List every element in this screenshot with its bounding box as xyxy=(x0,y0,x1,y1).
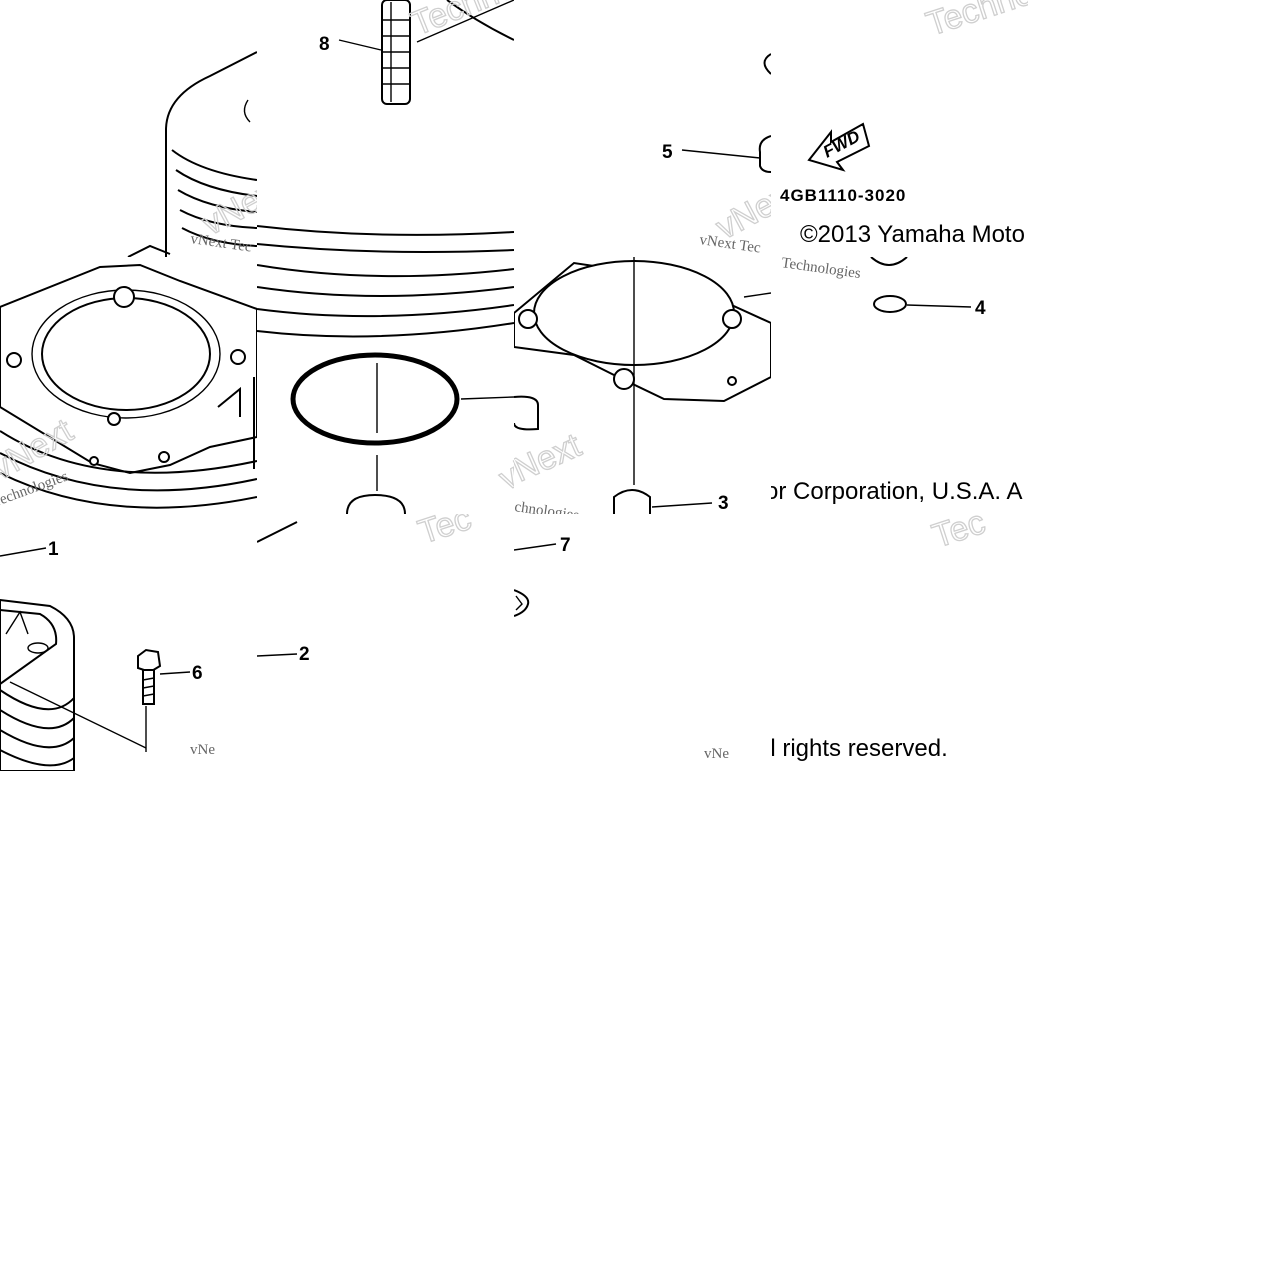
tile-r1c3: 4 or Corporation, U.S.A. A Technologies xyxy=(771,257,1028,514)
watermark-vne: vNe xyxy=(190,742,215,758)
tile-r1c2: 3 vNext chnologies xyxy=(514,257,771,514)
tile-r2c2: 7 vNe xyxy=(514,514,771,771)
watermark-text: vNext xyxy=(514,426,587,496)
leader-line-6 xyxy=(159,671,191,675)
dowel-partial xyxy=(763,53,771,75)
dowel-pin xyxy=(346,493,406,514)
watermark-text: vNext xyxy=(493,423,514,498)
cylinder-gasket xyxy=(0,263,257,509)
copyright-text-part1: ©2013 Yamaha Moto xyxy=(800,221,1025,248)
cylinder-fins-top-left xyxy=(127,51,257,257)
watermark-text: Techno xyxy=(406,0,514,43)
collar-partial xyxy=(758,135,771,173)
leader-line-8 xyxy=(338,39,382,51)
stud-bolt xyxy=(381,0,411,105)
callout-1: 1 xyxy=(48,539,59,560)
o-ring-partial xyxy=(870,257,908,266)
watermark-vnext: vNext Tec xyxy=(189,231,253,255)
watermark-text: Techno xyxy=(922,0,1028,44)
tile-r0c2: 5 vNext Tec vNext xyxy=(514,0,771,257)
leader-line-4 xyxy=(906,304,972,308)
centerline xyxy=(9,681,147,749)
clip-partial xyxy=(514,589,530,617)
callout-6: 6 xyxy=(192,663,203,684)
leader-line-1 xyxy=(0,547,47,557)
watermark-text: Tec xyxy=(928,514,990,556)
leader-line xyxy=(460,396,514,400)
bolt-6 xyxy=(137,648,162,705)
callout-5: 5 xyxy=(662,142,673,163)
tile-r1c0: vNext Technologies xyxy=(0,257,257,514)
tile-r1c1: vNext xyxy=(257,257,514,514)
leader-line-5 xyxy=(681,149,761,159)
tile-r0c0: vNext vNext Tec xyxy=(0,0,257,257)
watermark-technologies: Technologies xyxy=(780,257,861,282)
o-ring-4 xyxy=(873,295,907,313)
callout-3: 3 xyxy=(718,493,729,514)
tile-r2c3: ll rights reserved. Tec xyxy=(771,514,1028,771)
watermark-text: vNext xyxy=(196,168,257,243)
dowel-pin-3 xyxy=(613,489,651,514)
dowel-pin xyxy=(514,395,539,431)
cylinder-fins-top xyxy=(257,225,514,253)
leader-line-3 xyxy=(651,502,713,508)
cylinder-assembly xyxy=(0,598,75,771)
reference-code: 4GB1110-3020 xyxy=(780,186,906,205)
leader-line-7 xyxy=(514,543,557,551)
callout-4: 4 xyxy=(975,298,986,319)
callout-2: 2 xyxy=(299,644,310,665)
copyright-text-part3: ll rights reserved. xyxy=(771,735,948,762)
fin-edge xyxy=(257,521,298,543)
watermark-vne: vNe xyxy=(704,746,729,762)
tile-r2c0: 1 6 vNe xyxy=(0,514,257,771)
base-gasket xyxy=(514,260,771,403)
cylinder-fins xyxy=(257,264,514,338)
copyright-text-part2: or Corporation, U.S.A. A xyxy=(771,478,1022,505)
leader-line-2 xyxy=(257,653,298,657)
watermark-text: Tec xyxy=(414,514,476,552)
o-ring xyxy=(290,352,460,446)
fwd-arrow: FWD xyxy=(807,122,871,172)
tile-r0c1: 8 Techno vNext Tec xyxy=(257,0,514,257)
callout-8: 8 xyxy=(319,34,330,55)
tile-r2c1: 2 Tec xyxy=(257,514,514,771)
tile-r0c3: FWD 4GB1110-3020 ©2013 Yamaha Moto Techn… xyxy=(771,0,1028,257)
callout-7: 7 xyxy=(560,535,571,556)
watermark-chnologies: chnologies xyxy=(514,499,580,514)
leader-line xyxy=(416,0,514,43)
